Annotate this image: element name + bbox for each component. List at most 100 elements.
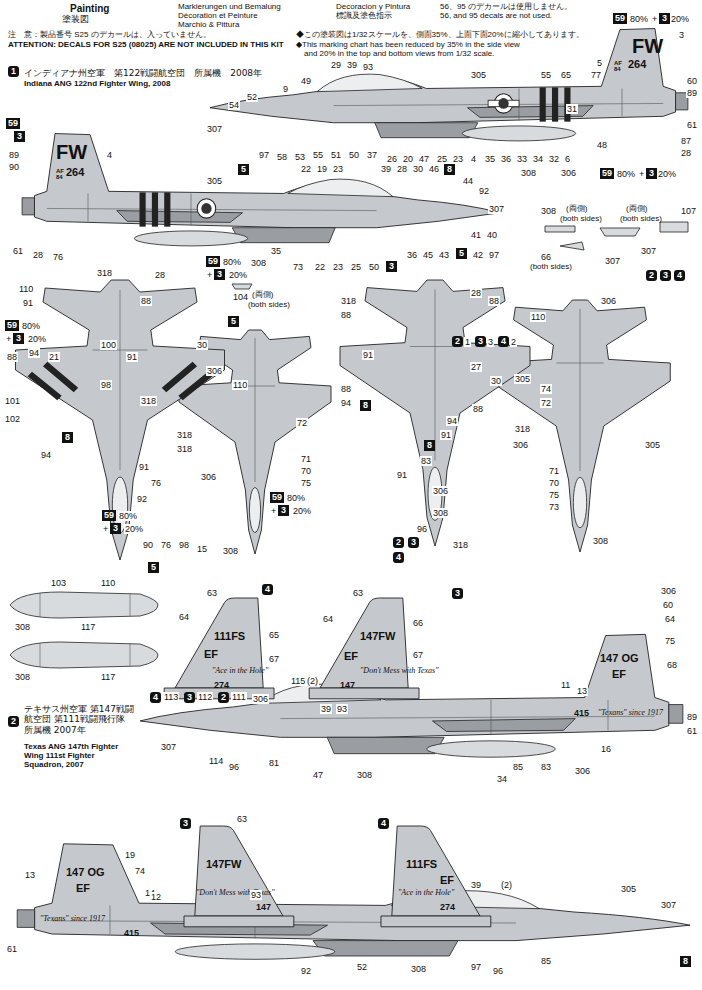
note-text: Décoration et Peinture [178, 11, 258, 20]
callout-number: 28 [154, 270, 166, 280]
callout-number: 76 [52, 252, 64, 262]
note-text: 標識及塗色指示 [336, 11, 392, 20]
decal-text: 111FS [214, 630, 245, 643]
callout-number: 73 [548, 502, 560, 512]
marking-option-badge: 3 [184, 692, 195, 703]
note-text: (両側) [252, 290, 273, 299]
box-number: 4 [396, 552, 401, 562]
callout-number: 66 [412, 618, 424, 628]
decal-text: FW [632, 36, 663, 56]
callout-number: 91 [22, 298, 34, 308]
callout-number: 70 [548, 478, 560, 488]
callout-number: 81 [268, 758, 280, 768]
decal-text: EF [344, 650, 358, 663]
decal-text: 415 [124, 928, 139, 938]
callout-number: 55 [540, 70, 552, 80]
box-number: 4 [381, 818, 386, 828]
callout-number: 305 [514, 374, 531, 384]
callout-number: 318 [340, 296, 357, 306]
callout-number: 39 [470, 880, 482, 890]
decal-text: 147 OG [600, 652, 639, 665]
decal-text: EF [612, 668, 626, 681]
callout-number: 115 [290, 676, 306, 686]
note-text: テキサス州空軍 第147戦闘航空団 第111戦闘飛行隊 所属機 2007年 [24, 704, 136, 735]
callout-number: 89 [686, 712, 698, 722]
callout-number: 28 [470, 288, 482, 298]
callout-number: 60 [686, 76, 698, 86]
box-number: 5 [231, 316, 236, 326]
box-number: 4 [677, 270, 682, 280]
callout-number: 46 [428, 164, 440, 174]
callout-number: 44 [462, 176, 474, 186]
decal-text: 147 [340, 680, 355, 690]
callout-number: (2) [500, 880, 513, 890]
note-text: Marchio & Pittura [178, 20, 239, 29]
callout-number: 308 [540, 206, 557, 216]
callout-number: 49 [300, 76, 312, 86]
callout-number: 40 [486, 230, 498, 240]
color-code-box: 3 [386, 261, 397, 272]
callout-number: 97 [470, 962, 482, 972]
box-number: 59 [615, 13, 625, 23]
marking-option-badge: 3 [660, 270, 671, 281]
box-number: 2 [221, 692, 226, 702]
callout-number: 307 [160, 742, 177, 752]
color-code-box: 8 [680, 956, 691, 967]
note-text: 56、95 のデカールは使用しません。 [440, 2, 572, 11]
callout-number: 13 [24, 870, 36, 880]
callout-number: 47 [418, 154, 430, 164]
callout-number: 42 [472, 250, 484, 260]
callout-number: 92 [300, 966, 312, 976]
box-number: 59 [8, 118, 18, 128]
callout-number: 39 [320, 704, 332, 714]
box-number: 59 [272, 492, 282, 502]
decal-text: 147 OG [66, 866, 105, 879]
box-number: 4 [501, 336, 506, 346]
decal-slogan: "Don't Mess with Texas" [360, 666, 439, 675]
box-number: 1 [11, 66, 16, 76]
callout-number: 9 [282, 84, 289, 94]
callout-number: 91 [362, 350, 374, 360]
callout-number: 22 [300, 164, 312, 174]
callout-number: 65 [560, 70, 572, 80]
callout-number: 39 [346, 60, 358, 70]
heading-text: Painting [70, 3, 109, 15]
callout-number: 306 [600, 296, 617, 306]
decal-text: 111FS [406, 858, 437, 871]
color-code-box: 3 [659, 13, 670, 24]
callout-number: 20% [657, 169, 677, 179]
callout-number: 318 [514, 424, 531, 434]
callout-number: 94 [28, 348, 40, 358]
callout-number: 88 [472, 404, 484, 414]
box-number: 8 [447, 164, 452, 174]
box-number: 3 [455, 588, 460, 598]
callout-number: 20% [228, 270, 248, 280]
callout-number: 307 [604, 256, 621, 266]
callout-number: 32 [548, 154, 560, 164]
box-number: 59 [104, 510, 114, 520]
callout-number: 30 [412, 164, 424, 174]
box-number: 2 [11, 716, 16, 726]
callout-number: 11 [560, 680, 571, 690]
color-code-box: 3 [14, 131, 25, 142]
color-code-box: 3 [278, 505, 289, 516]
callout-number: 75 [548, 490, 560, 500]
callout-number: 306 [200, 472, 217, 482]
callout-number: 70 [300, 466, 312, 476]
callout-number: 31 [566, 104, 578, 114]
callout-number: 76 [160, 540, 172, 550]
color-code-box: 5 [228, 316, 239, 327]
marking-option-badge: 2 [646, 270, 657, 281]
callout-number: 55 [312, 150, 324, 160]
box-number: 8 [683, 956, 688, 966]
callout-number: 74 [540, 384, 552, 394]
callout-number: 90 [142, 540, 154, 550]
marking-option-badge: 3 [452, 588, 463, 599]
note-text: (both sides) [620, 214, 662, 223]
note-text: Texas ANG 147th Fighter Wing 111st Fight… [24, 742, 136, 770]
marking-option-badge: 4 [378, 818, 389, 829]
callout-number: 75 [664, 636, 676, 646]
callout-number: 318 [452, 540, 469, 550]
callout-number: 66 [540, 252, 552, 262]
